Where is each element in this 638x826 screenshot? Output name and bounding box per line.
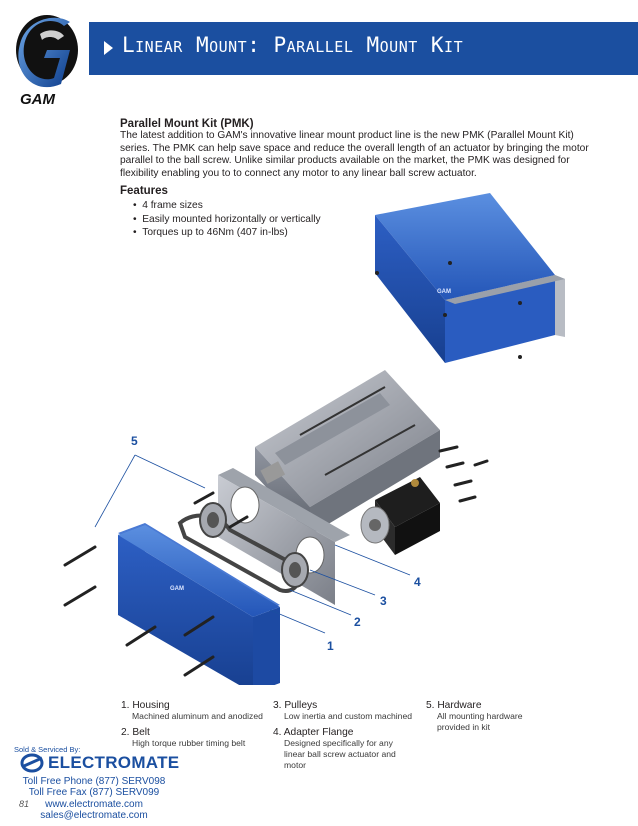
part-adapter-flange: 4. Adapter Flange Designed specifically … bbox=[273, 727, 413, 771]
part-desc: Low inertia and custom machined bbox=[284, 711, 413, 721]
sold-by-label: Sold & Serviced By: bbox=[14, 745, 81, 754]
part-belt: 2. Belt High torque rubber timing belt bbox=[121, 727, 271, 749]
part-desc: Designed specifically for any linear bal… bbox=[284, 738, 396, 770]
page-title: Linear Mount: Parallel Mount Kit bbox=[122, 33, 464, 57]
assembled-housing: GAM bbox=[375, 193, 565, 363]
fax: Toll Free Fax (877) SERV099 bbox=[28, 787, 160, 799]
part-desc: High torque rubber timing belt bbox=[132, 738, 246, 748]
features-list: 4 frame sizes Easily mounted horizontall… bbox=[133, 199, 321, 240]
website-link[interactable]: www.electromate.com bbox=[45, 798, 143, 810]
callout-leaders bbox=[94, 454, 411, 634]
electromate-logo: ELECTROMATE bbox=[20, 752, 179, 774]
callout-4: 4 bbox=[414, 575, 421, 589]
housing-logo-text: GAM bbox=[437, 289, 451, 295]
email-link[interactable]: sales@electromate.com bbox=[40, 809, 148, 821]
callout-1: 1 bbox=[327, 639, 334, 653]
part-housing: 1. Housing Machined aluminum and anodize… bbox=[121, 700, 271, 722]
logo-text: GAM bbox=[20, 91, 55, 108]
intro-body: The latest addition to GAM's innovative … bbox=[120, 130, 589, 179]
header-bar bbox=[89, 22, 638, 75]
belt-and-pulleys bbox=[177, 502, 309, 593]
callout-3: 3 bbox=[380, 594, 387, 608]
feature-item: 4 frame sizes bbox=[133, 199, 321, 213]
company-name: ELECTROMATE bbox=[48, 753, 180, 772]
features-heading: Features bbox=[120, 185, 168, 197]
gam-logo: GAM bbox=[14, 12, 80, 108]
intro-heading: Parallel Mount Kit (PMK) bbox=[120, 118, 254, 130]
part-desc: All mounting hardware provided in kit bbox=[437, 711, 523, 732]
page-number: 81 bbox=[19, 799, 30, 809]
part-title: 1. Housing bbox=[121, 700, 170, 711]
product-illustration: GAM bbox=[63, 193, 565, 685]
part-desc: Machined aluminum and anodized bbox=[132, 711, 263, 721]
exploded-housing: GAM bbox=[118, 523, 280, 685]
part-pulleys: 3. Pulleys Low inertia and custom machin… bbox=[273, 700, 423, 722]
feature-item: Torques up to 46Nm (407 in-lbs) bbox=[133, 226, 321, 240]
mounting-screws bbox=[63, 445, 489, 677]
servo-motor bbox=[360, 477, 440, 555]
contact-block: Toll Free Phone (877) SERV098 Toll Free … bbox=[18, 776, 170, 821]
header-arrow-icon bbox=[104, 41, 113, 55]
part-title: 5. Hardware bbox=[426, 700, 482, 711]
housing-logo-text: GAM bbox=[170, 586, 184, 592]
part-hardware: 5. Hardware All mounting hardware provid… bbox=[426, 700, 531, 733]
part-title: 2. Belt bbox=[121, 727, 150, 738]
part-title: 3. Pulleys bbox=[273, 700, 318, 711]
part-title: 4. Adapter Flange bbox=[273, 727, 354, 738]
callout-2: 2 bbox=[354, 615, 361, 629]
callout-5: 5 bbox=[131, 434, 138, 448]
electromate-swoosh-icon bbox=[20, 753, 44, 773]
feature-item: Easily mounted horizontally or verticall… bbox=[133, 213, 320, 227]
phone: Toll Free Phone (877) SERV098 bbox=[22, 776, 166, 787]
